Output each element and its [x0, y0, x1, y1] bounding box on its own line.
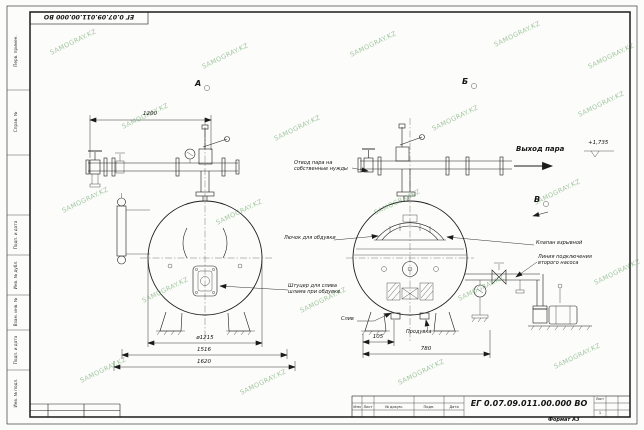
- frame-strip-label: Справ. №: [13, 111, 18, 133]
- hatch-label: Лючок для обдувки: [284, 235, 336, 241]
- second-pump-label: Линия подключения второго насоса: [538, 254, 592, 266]
- dim-105: 105: [372, 334, 384, 340]
- view-a-drawing: [85, 118, 272, 342]
- sheet-frame: [6, 5, 638, 425]
- view-b-label: Б: [462, 77, 469, 86]
- dimension-lines: [89, 115, 491, 371]
- dim-1200: 1200: [143, 111, 157, 117]
- dim-780: 780: [420, 346, 432, 352]
- sludge-label: Штуцер для слива шлама при обдувке: [288, 283, 341, 295]
- inverted-designation-stamp: ЕГ 0.07.09.011.00.000 ВО: [43, 13, 135, 21]
- titleblock-col-data: Дата: [449, 404, 459, 409]
- frame-strip-label: Инв. № подл.: [13, 378, 18, 408]
- titleblock-col-docnum: № докум.: [385, 404, 403, 409]
- titleblock-col-podp: Подп.: [423, 404, 435, 409]
- titleblock-col-izm: Изм: [353, 404, 361, 409]
- explosion-valve-label: Клапан взрывной: [536, 240, 583, 246]
- view-v-label: В: [534, 195, 541, 204]
- dim-1215: ø1215: [196, 335, 214, 341]
- frame-strip-label: Перв. примен.: [13, 35, 18, 67]
- steam-outlet-arrow: [514, 150, 614, 171]
- elevation-label: +1,735: [588, 140, 609, 146]
- steam-outlet-label: Выход пара: [516, 145, 565, 153]
- dim-1620: 1620: [197, 359, 211, 365]
- titleblock-designation: ЕГ 0.07.09.011.00.000 ВО: [470, 399, 588, 408]
- format-label: Формат А3: [548, 416, 580, 423]
- drain-label: Слив: [341, 316, 354, 322]
- title-block-grid: [351, 395, 631, 418]
- leader-lines: [219, 167, 538, 332]
- view-b-drawing: [346, 118, 592, 342]
- own-needs-label: Отвод пара на собственные нужды: [294, 160, 348, 172]
- dim-1516: 1516: [197, 347, 211, 353]
- titleblock-col-list: Лист: [363, 404, 373, 409]
- view-letter-marks: [204, 83, 549, 217]
- view-a-label: А: [195, 79, 202, 88]
- titleblock-sheet-label: Лист: [595, 396, 605, 401]
- blowdown-label: Продувка: [406, 329, 432, 335]
- titleblock-sheet-value: 1: [598, 410, 602, 415]
